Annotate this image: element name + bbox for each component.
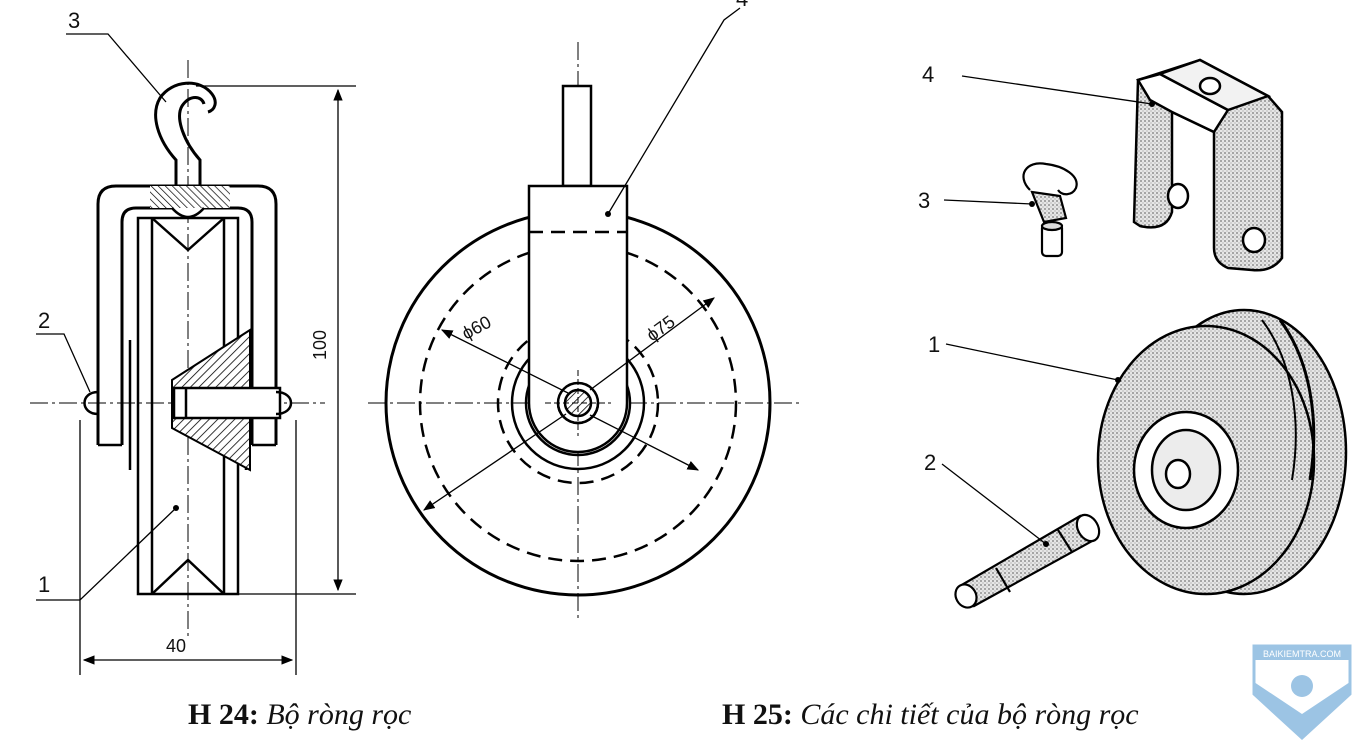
front-dimension-lines (423, 7, 741, 511)
label-4-h25: 4 (922, 62, 934, 87)
dimension-100: 100 (310, 330, 330, 360)
parts-leader-lines (941, 75, 1153, 545)
pulley-front-view (368, 42, 800, 620)
part-3-hook (1022, 162, 1078, 258)
label-3-h25: 3 (918, 188, 930, 213)
caption-h25-number: H 25: (722, 698, 793, 731)
caption-h24-text: Bộ ròng rọc (266, 698, 412, 731)
caption-h24-number: H 24: (188, 698, 259, 731)
dimension-40: 40 (166, 636, 186, 656)
caption-h25-text: Các chi tiết của bộ ròng rọc (800, 698, 1139, 731)
watermark-logo: BAIKIEMTRA.COM (1252, 644, 1352, 741)
part-2-axle (954, 513, 1101, 609)
caption-h25: H 25: Các chi tiết của bộ ròng rọc (722, 698, 1139, 732)
pulley-side-view (30, 60, 325, 640)
label-4-h24: 4 (736, 0, 748, 11)
label-1-h24: 1 (38, 572, 50, 597)
label-2-h25: 2 (924, 450, 936, 475)
watermark-text: BAIKIEMTRA.COM (1263, 649, 1341, 659)
dimension-phi60: ϕ60 (458, 312, 494, 344)
dimension-lines (36, 33, 356, 675)
part-4-bracket (1132, 58, 1284, 272)
label-1-h25: 1 (928, 332, 940, 357)
label-2-h24: 2 (38, 308, 50, 333)
part-1-pulley-wheel (1096, 308, 1348, 596)
caption-h24: H 24: Bộ ròng rọc (188, 698, 411, 732)
dimension-phi75: ϕ75 (643, 311, 679, 345)
label-3-h24: 3 (68, 8, 80, 33)
